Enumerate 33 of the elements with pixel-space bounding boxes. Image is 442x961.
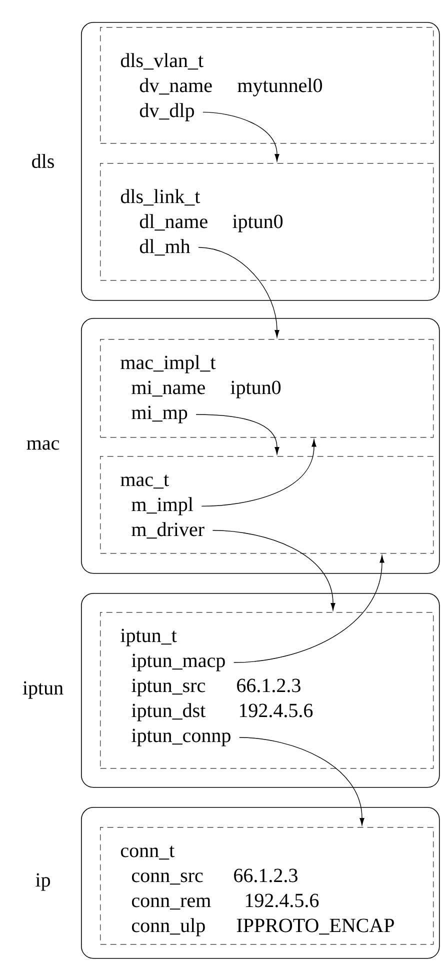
field-name: m_impl: [132, 497, 194, 516]
field-name: dl_name: [140, 214, 208, 231]
field-name: conn_ulp: [132, 918, 205, 936]
field-name: dv_dlp: [140, 103, 194, 122]
field-name: dl_mh: [140, 239, 190, 256]
struct-name: iptun_t: [120, 628, 177, 646]
struct-name: conn_t: [120, 846, 175, 860]
field-name: dv_name: [140, 78, 212, 95]
field-value: 66.1.2.3: [234, 868, 298, 882]
field-value: 192.4.5.6: [246, 894, 319, 908]
field-value: iptun0: [232, 214, 283, 232]
field-value: IPPROTO_ENCAP: [236, 918, 394, 935]
struct-name: dls_vlan_t: [120, 53, 204, 70]
struct-name: dls_link_t: [120, 189, 200, 206]
field-name: iptun_connp: [132, 728, 230, 746]
field-name: m_driver: [132, 522, 204, 539]
layer-label: iptun: [22, 681, 64, 699]
layer-label: ip: [36, 873, 50, 891]
field-value: mytunnel0: [238, 78, 322, 96]
field-value: 192.4.5.6: [240, 704, 313, 718]
layer-label: mac: [26, 440, 60, 450]
field-name: iptun_src: [132, 678, 206, 696]
field-value: iptun0: [230, 380, 281, 398]
field-name: conn_rem: [132, 898, 211, 910]
field-name: conn_src: [132, 872, 203, 885]
layer-label: dls: [32, 154, 54, 168]
field-name: iptun_dst: [132, 703, 206, 722]
struct-name: mac_impl_t: [120, 355, 216, 374]
field-name: mi_mp: [132, 406, 188, 424]
field-name: mi_name: [132, 380, 205, 397]
field-name: iptun_macp: [132, 654, 225, 672]
field-value: 66.1.2.3: [237, 678, 300, 692]
struct-name: mac_t: [120, 474, 169, 489]
